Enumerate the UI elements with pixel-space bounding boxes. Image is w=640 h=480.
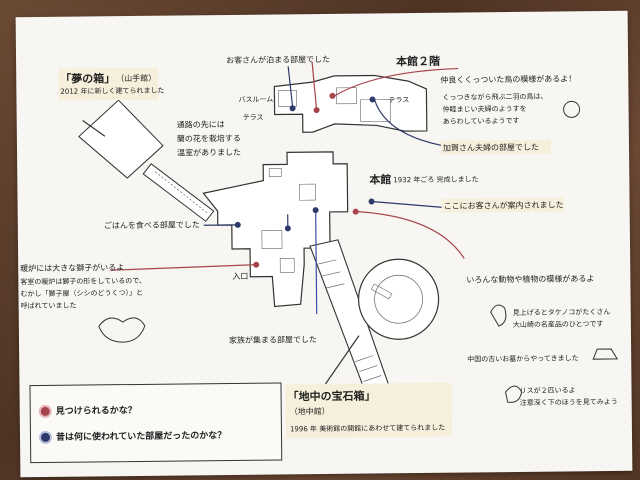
guest-room-label: お客さんが泊まる部屋でした: [226, 54, 331, 66]
lion-note-3: むかし「獅子屋（シシのどうくつ）」と: [20, 288, 144, 299]
family-room-label: 家族が集まる部屋でした: [228, 335, 318, 345]
orchid-note-2: 蘭の花を栽培する: [176, 133, 241, 144]
bathroom-label: バスルーム: [238, 95, 274, 104]
dream-box-building: [78, 99, 164, 179]
guide-dots: [234, 92, 376, 268]
underground-round-hall: [357, 258, 440, 340]
reception-label: ここにお客さんが案内されました: [443, 200, 564, 211]
dream-box-subtitle: （山手館）: [116, 73, 157, 84]
legend-item-find: 見つけられるかな？: [38, 403, 137, 418]
second-floor-title: 本館２階: [396, 54, 441, 69]
bird-note-4: あらわしているようです: [442, 116, 520, 126]
main-building-year: 1932 年ごろ 完成しました: [393, 175, 479, 185]
main-building-title: 本館: [369, 173, 392, 187]
animals-note: いろんな動物や植物の模様があるよ: [466, 274, 595, 285]
squirrel-note-2: 注意深く下のほうを見てみよう: [519, 397, 618, 407]
corridor: [142, 163, 215, 222]
legend-box: 見つけられるかな？ 昔は何に使われていた部屋だったのかな？: [29, 382, 283, 464]
bamboo-drawing: [490, 304, 507, 327]
bird-pattern-drawing: [563, 100, 581, 118]
lion-note-1: 暖炉には大きな獅子がいるよ: [20, 263, 125, 274]
blue-dot-icon: [38, 430, 53, 444]
bamboo-note-1: 見上げるとタケノコがたくさん: [512, 308, 611, 318]
legend-find-text: 見つけられるかな？: [55, 405, 137, 417]
terrace-label-1: テラス: [242, 113, 264, 122]
bamboo-note-2: 大山崎の名産品のひとつです: [512, 320, 604, 330]
china-note: 中国の古いお墓からやってきました: [467, 354, 579, 364]
lion-drawing: [98, 317, 146, 343]
bird-note-1: 仲良くくっついた鳥の模様があるよ！: [440, 74, 577, 85]
dream-box-title: 「夢の箱」: [60, 72, 116, 86]
underground-title: 「地中の宝石箱」: [287, 389, 376, 404]
bird-note-3: 仲睦まじい夫婦のようすを: [442, 104, 527, 114]
dining-room-label: ごはんを食べる部屋でした: [103, 220, 200, 231]
legend-item-room: 昔は何に使われていた部屋だったのかな？: [38, 428, 227, 444]
entrance-label: 入口: [232, 271, 249, 281]
legend-room-text: 昔は何に使われていた部屋だったのかな？: [55, 431, 227, 443]
squirrel-note-1: リスが２匹いるよ: [519, 386, 576, 395]
dream-box-note: 2012 年に新しく建てられました: [60, 86, 165, 96]
lion-note-4: 呼ばれていました: [20, 301, 77, 311]
squirrel-drawing: [505, 385, 523, 403]
orchid-note-1: 通路の先には: [176, 120, 225, 130]
kaga-room-label: 加賀さん夫婦の部屋でした: [442, 142, 540, 153]
underground-note: 1996 年 美術館の開館にあわせて建てられました: [289, 423, 446, 434]
bird-note-2: くっつきながら飛ぶ二羽の鳥は、: [442, 92, 548, 102]
red-dot-icon: [38, 404, 52, 418]
orchid-note-3: 温室がありました: [176, 147, 242, 158]
tomb-animal-drawing: [592, 348, 619, 360]
lion-note-2: 客室の暖炉は獅子の形をしているので、: [20, 276, 146, 287]
underground-subtitle: （地中館）: [289, 406, 330, 417]
terrace-label-2: テラス: [388, 96, 410, 105]
museum-map-sheet: 「夢の箱」 （山手館） 2012 年に新しく建てられました お客さんが泊まる部屋…: [15, 10, 633, 478]
